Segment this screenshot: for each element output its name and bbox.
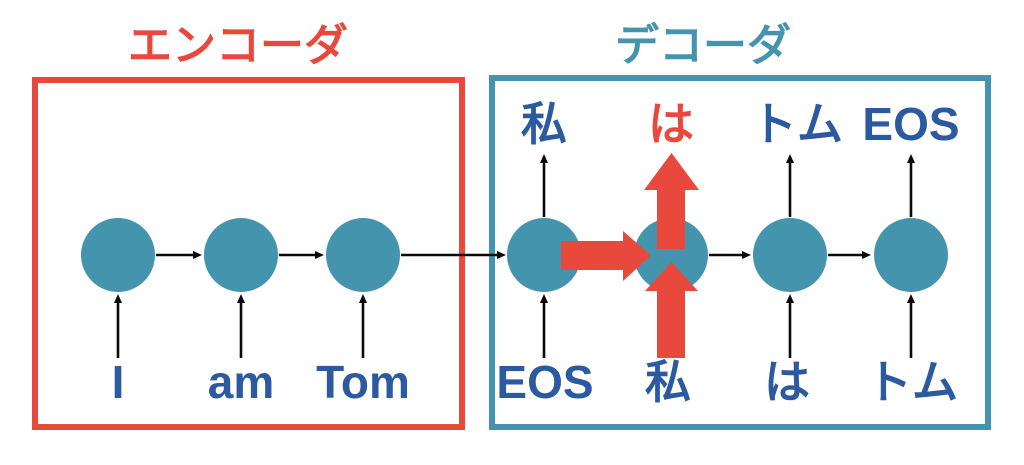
rnn-cell — [874, 218, 948, 292]
decoder-input-word: 私 — [645, 356, 691, 408]
decoder-input-word: トム — [866, 356, 958, 408]
decoder-output-word: EOS — [862, 98, 960, 150]
encoder-input-word: am — [207, 356, 275, 408]
decoder-output-word: 私 — [521, 98, 567, 150]
encoder-input-word: I — [111, 356, 125, 408]
decoder-output-word-highlighted: は — [648, 98, 694, 150]
decoder-box — [489, 75, 991, 430]
rnn-cell — [507, 218, 581, 292]
rnn-cell — [753, 218, 827, 292]
encoder-title: エンコーダ — [128, 21, 348, 70]
decoder-input-word: EOS — [496, 356, 594, 408]
decoder-title: デコーダ — [615, 21, 791, 70]
rnn-cell — [326, 218, 400, 292]
highlight-input-arrow — [645, 262, 698, 358]
rnn-cell — [204, 218, 278, 292]
rnn-cell — [634, 218, 708, 292]
decoder-input-word: は — [764, 356, 810, 408]
decoder-output-word: トム — [751, 98, 843, 150]
encoder-input-word: Tom — [316, 356, 410, 408]
encoder-box — [32, 77, 465, 430]
highlight-output-arrow — [644, 153, 699, 249]
rnn-cell — [81, 218, 155, 292]
highlight-hidden-state-arrow — [561, 231, 651, 281]
